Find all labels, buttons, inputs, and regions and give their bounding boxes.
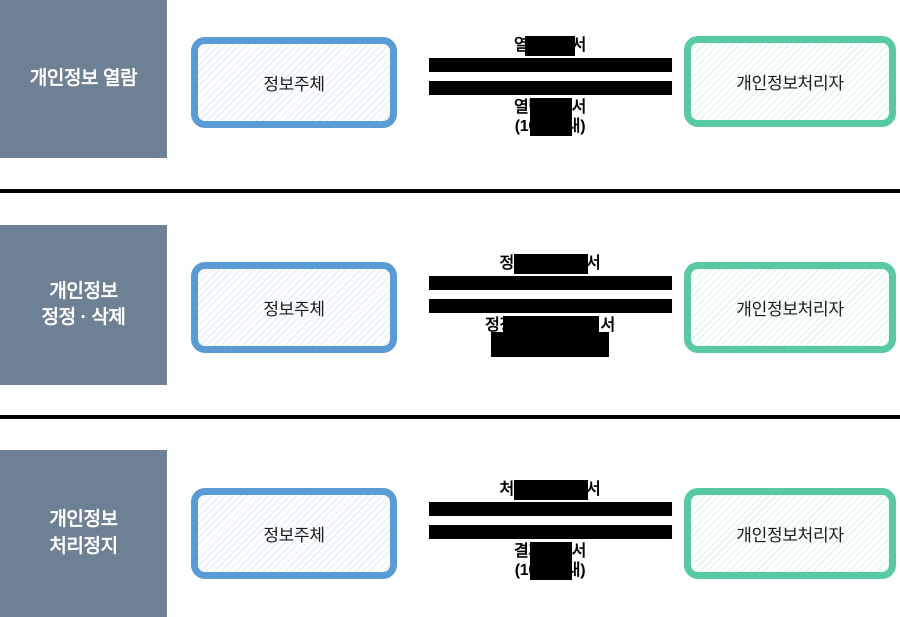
row-divider-1 (0, 189, 900, 193)
redaction-bar-arrow-forward (428, 276, 672, 290)
row-label-line-2: 처리정지 (49, 535, 118, 557)
row-label-line-1: 개인정보 (49, 280, 118, 302)
process-row-processing-suspension: 개인정보 처리정지 정보주체 처리정지요구서 결과통지서 (10일이내) 개인정… (0, 420, 900, 617)
row-label-block: 개인정보 정정 · 삭제 (41, 279, 125, 331)
flow-caption-bottom-access: 열람통지서 (10일이내) (514, 98, 586, 137)
redaction-bar-caption-top (525, 36, 575, 56)
actor-label-data-subject: 정보주체 (263, 75, 325, 94)
process-row-access: 개인정보 열람 정보주체 열람요구서 열람통지서 (10일이내) 개인정보처리자 (0, 0, 900, 193)
process-row-correction-deletion: 개인정보 정정 · 삭제 정보주체 정정삭제요구서 정정삭제결과통지서 개인정보… (0, 194, 900, 419)
redaction-bar-arrow-forward (428, 58, 672, 72)
redaction-bar-arrow-return (428, 525, 672, 539)
actor-label-data-subject: 정보주체 (263, 300, 325, 319)
actor-box-data-subject: 정보주체 (191, 262, 397, 353)
actor-box-data-subject: 정보주체 (191, 37, 397, 128)
redaction-bar-caption-top (513, 254, 589, 274)
arrow-spacer (415, 290, 685, 299)
redaction-bar-caption-top (513, 480, 589, 500)
row-label-line-1: 개인정보 (49, 509, 118, 531)
actor-box-data-handler: 개인정보처리자 (684, 262, 896, 353)
row-label-line-1: 개인정보 열람 (29, 67, 138, 89)
redaction-bar-arrow-forward (428, 502, 672, 516)
flow-caption-bottom-processing-suspension: 결과통지서 (10일이내) (514, 542, 586, 581)
flow-caption-bottom-correction-deletion: 정정삭제결과통지서 (485, 316, 615, 336)
row-divider-2 (0, 415, 900, 419)
redaction-bar-caption-bottom (503, 316, 600, 336)
flow-group-processing-suspension: 처리정지요구서 결과통지서 (10일이내) (415, 480, 685, 581)
actor-box-data-handler: 개인정보처리자 (684, 36, 896, 127)
row-label-panel-processing-suspension: 개인정보 처리정지 (0, 450, 167, 617)
actor-box-data-subject: 정보주체 (191, 488, 397, 579)
actor-label-data-handler: 개인정보처리자 (736, 526, 844, 545)
actor-label-data-handler: 개인정보처리자 (736, 74, 844, 93)
row-label-panel-correction-deletion: 개인정보 정정 · 삭제 (0, 225, 167, 385)
row-label-block: 개인정보 처리정지 (49, 507, 118, 559)
redaction-bar-caption-bottom (529, 98, 572, 137)
flow-group-correction-deletion: 정정삭제요구서 정정삭제결과통지서 (415, 254, 685, 357)
actor-label-data-subject: 정보주체 (263, 526, 325, 545)
arrow-spacer (415, 516, 685, 525)
flow-caption-top-access: 열람요구서 (514, 36, 586, 56)
flow-group-access: 열람요구서 열람통지서 (10일이내) (415, 36, 685, 137)
actor-label-data-handler: 개인정보처리자 (736, 300, 844, 319)
actor-box-data-handler: 개인정보처리자 (684, 488, 896, 579)
redaction-bar-caption-bottom (529, 542, 572, 581)
arrow-spacer (415, 72, 685, 81)
row-label-panel-access: 개인정보 열람 (0, 0, 167, 158)
redaction-block-below-caption (491, 332, 609, 357)
redaction-bar-arrow-return (428, 81, 672, 95)
flow-caption-top-processing-suspension: 처리정지요구서 (500, 480, 601, 500)
row-label-line-2: 정정 · 삭제 (41, 307, 126, 328)
flow-caption-top-correction-deletion: 정정삭제요구서 (500, 254, 601, 274)
redaction-bar-arrow-return (428, 299, 672, 313)
